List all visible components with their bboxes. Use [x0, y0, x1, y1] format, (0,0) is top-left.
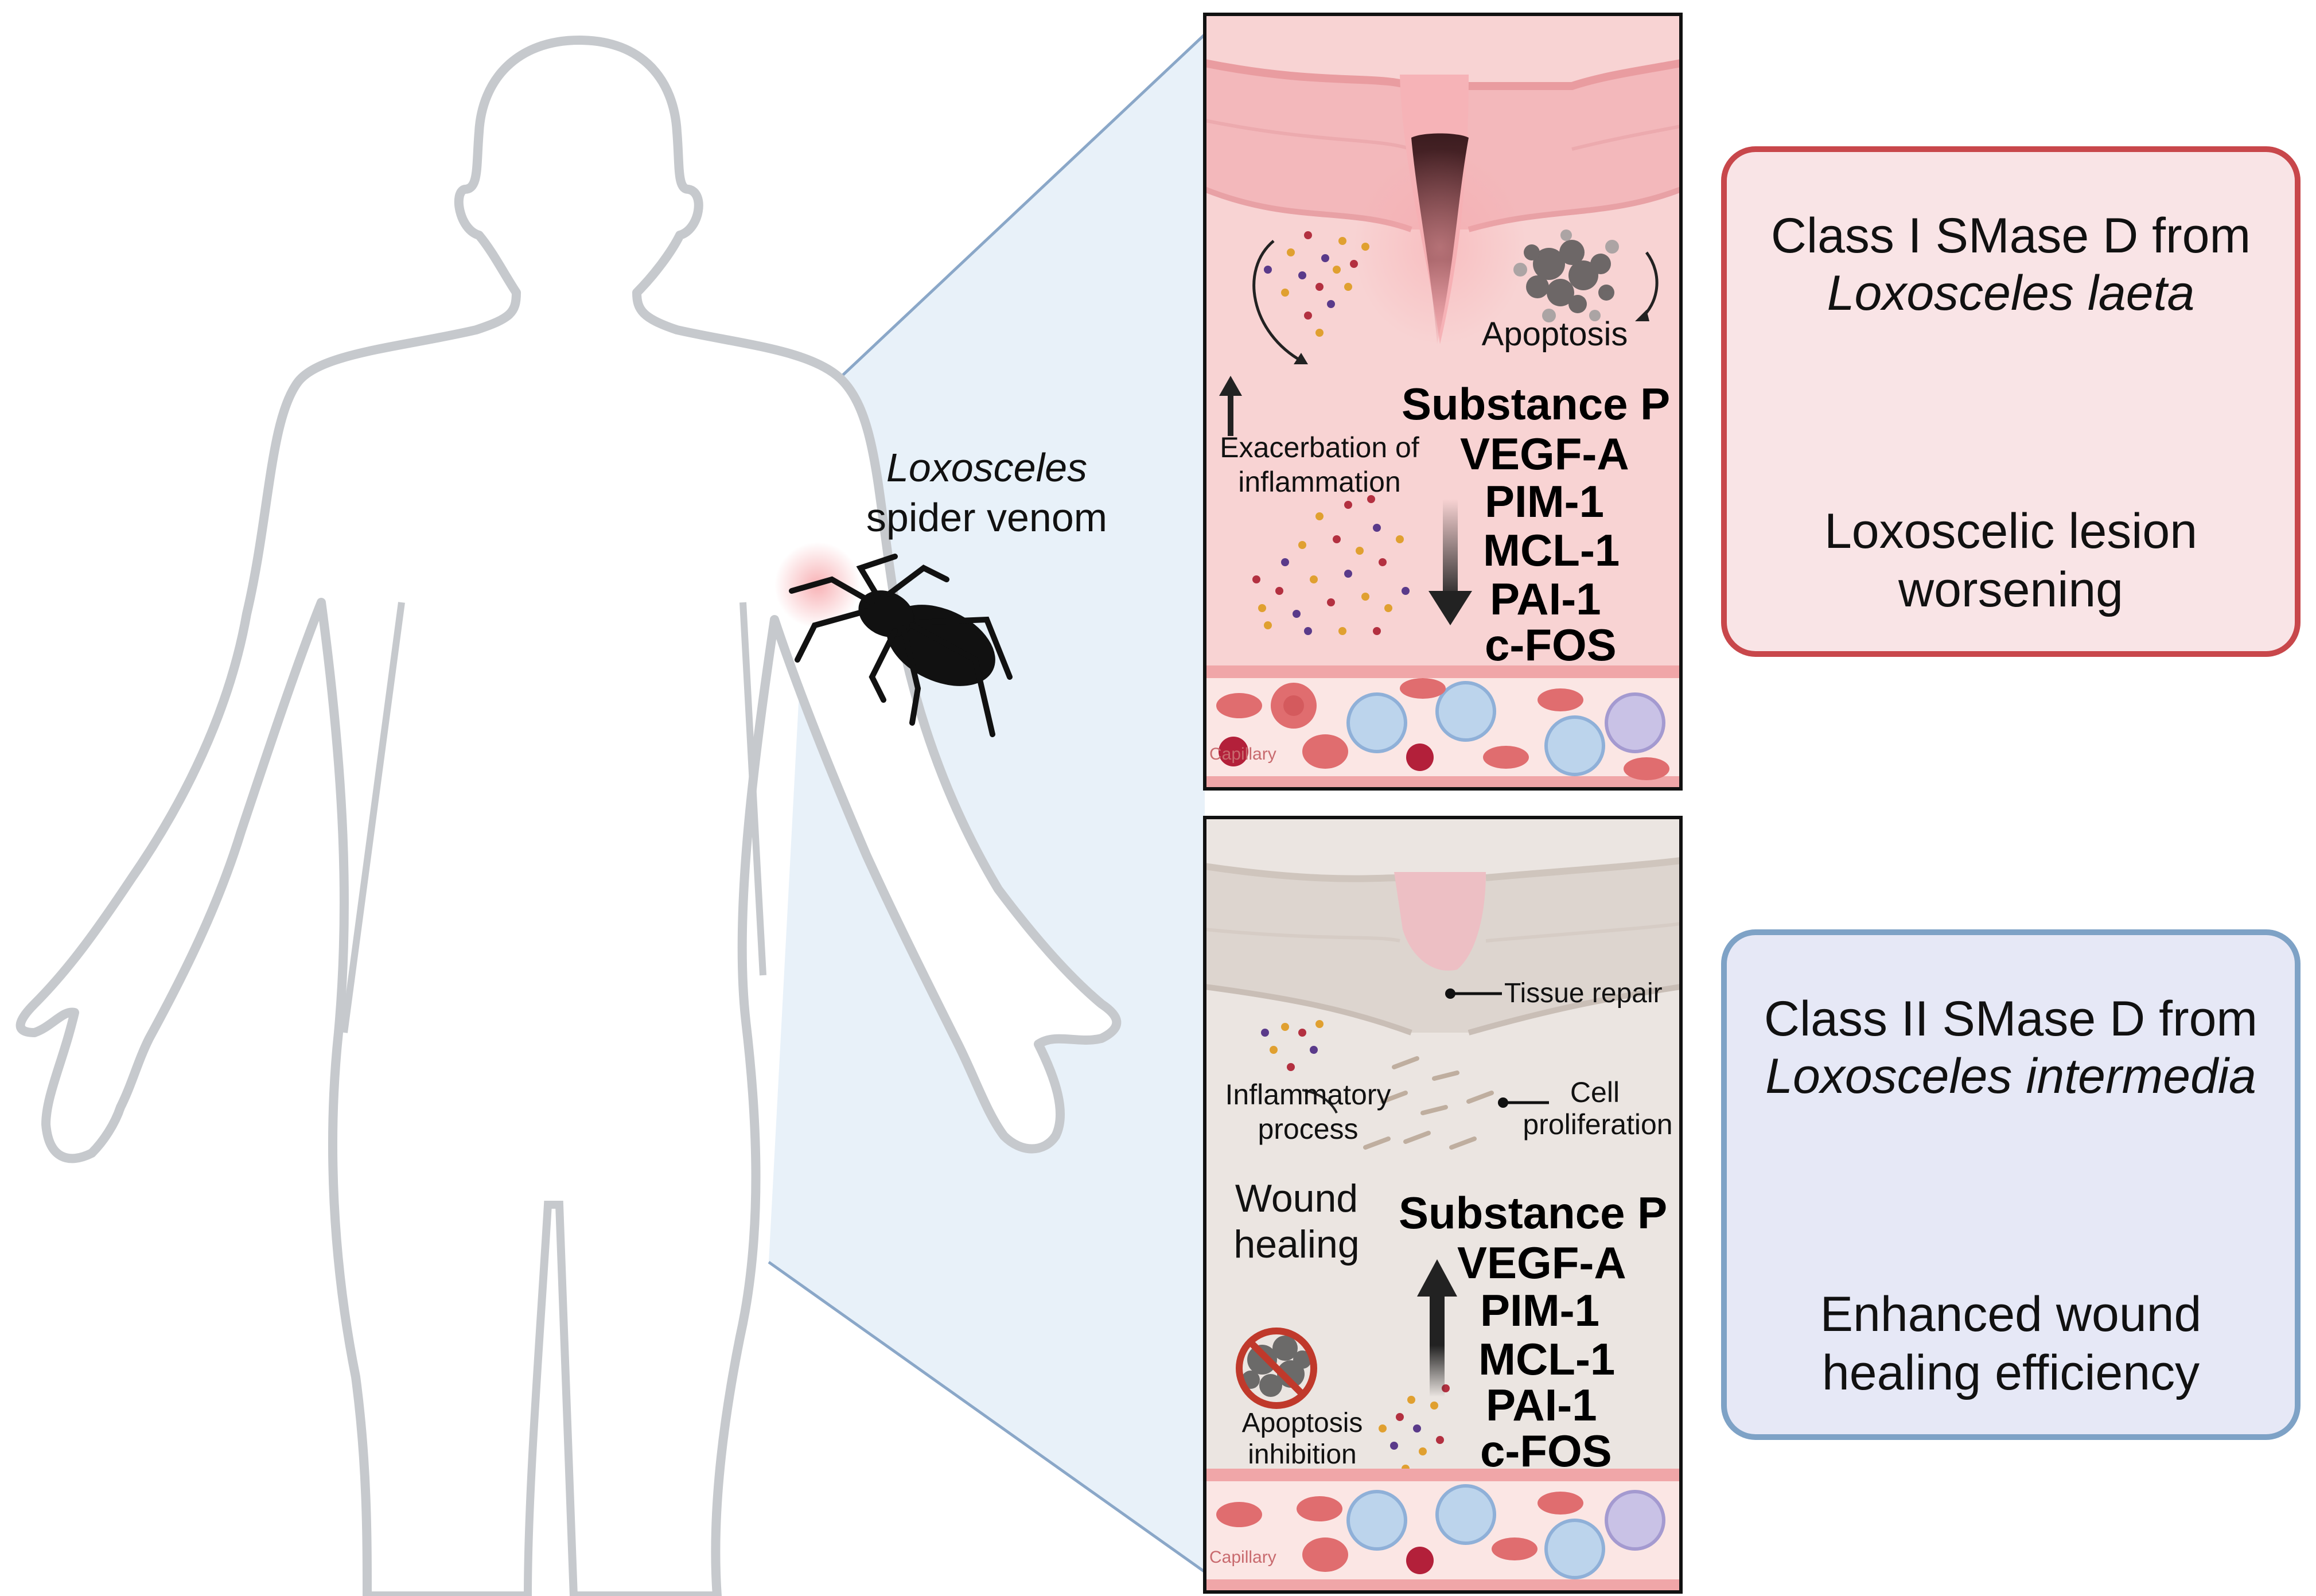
top-gene-c-fos: c-FOS: [1485, 620, 1617, 670]
cytokine-particles-top: [1252, 231, 1410, 635]
zoom-wedge: [769, 34, 1205, 1572]
class1-line2: Loxosceles laeta: [1827, 266, 2195, 321]
apoptosis-label: Apoptosis: [1481, 316, 1628, 353]
class1-box: Class I SMase D from Loxosceles laeta Lo…: [1721, 146, 2301, 657]
blood-cells-top: [1216, 678, 1669, 780]
inflammatory-label-line1: Inflammatory: [1225, 1079, 1391, 1111]
cell-prolif-label-line2: proliferation: [1523, 1108, 1673, 1140]
top-skin-panel: [1203, 13, 1683, 791]
bottom-gene-substance-p: Substance P: [1399, 1188, 1668, 1238]
apoptosis-inhibition-label-line1: Apoptosis: [1241, 1408, 1363, 1438]
bottom-gene-pai-1: PAI-1: [1486, 1380, 1597, 1430]
top-gene-pai-1: PAI-1: [1490, 574, 1601, 624]
tissue-repair-label: Tissue repair: [1504, 978, 1663, 1009]
inflammatory-label-line2: process: [1258, 1113, 1359, 1145]
class2-line3: Enhanced wound: [1820, 1287, 2202, 1342]
cytokine-particles-bottom: [1261, 1020, 1450, 1473]
class2-box: Class II SMase D from Loxosceles interme…: [1721, 929, 2301, 1440]
cell-prolif-label-line1: Cell: [1570, 1076, 1620, 1108]
bottom-gene-pim-1: PIM-1: [1480, 1285, 1600, 1336]
leg-gap: [524, 1201, 578, 1596]
bottom-skin-panel: [1203, 816, 1683, 1594]
class1-line1: Class I SMase D from: [1770, 208, 2251, 263]
zoom-line-top: [813, 33, 1206, 403]
wound-healing-label-line2: healing: [1233, 1223, 1360, 1266]
class2-line1: Class II SMase D from: [1764, 991, 2258, 1046]
apoptosis-inhibition-label-line2: inhibition: [1248, 1439, 1357, 1470]
top-gene-mcl-1: MCL-1: [1483, 525, 1620, 575]
bottom-capillary-label: Capillary: [1209, 1548, 1276, 1567]
bottom-gene-vegf-a: VEGF-A: [1457, 1237, 1626, 1288]
top-gene-vegf-a: VEGF-A: [1460, 429, 1629, 479]
arm-inner-right: [739, 602, 766, 976]
arm-inner-left: [341, 602, 405, 1033]
venom-label-line1: Loxosceles: [886, 445, 1088, 490]
class2-line4: healing efficiency: [1821, 1345, 2200, 1400]
exacerbation-label-line1: Exacerbation of: [1220, 431, 1419, 464]
top-gene-substance-p: Substance P: [1402, 379, 1671, 429]
zoom-line-bottom: [768, 1260, 1206, 1574]
top-gene-pim-1: PIM-1: [1485, 476, 1605, 527]
class2-line2: Loxosceles intermedia: [1765, 1049, 2256, 1104]
bottom-gene-c-fos: c-FOS: [1480, 1426, 1612, 1476]
spider-icon: [789, 554, 1013, 737]
no-apoptosis-icon: [1236, 1328, 1317, 1409]
wound-healing-label-line1: Wound: [1235, 1177, 1359, 1220]
bottom-gene-mcl-1: MCL-1: [1478, 1334, 1616, 1384]
exacerbation-label-line2: inflammation: [1238, 466, 1401, 498]
blood-cells-bottom: [1216, 1484, 1665, 1579]
top-capillary-label: Capillary: [1209, 745, 1276, 764]
class1-line3: Loxoscelic lesion: [1824, 504, 2198, 559]
venom-label-line2: spider venom: [866, 495, 1108, 540]
class1-line4: worsening: [1898, 562, 2123, 617]
